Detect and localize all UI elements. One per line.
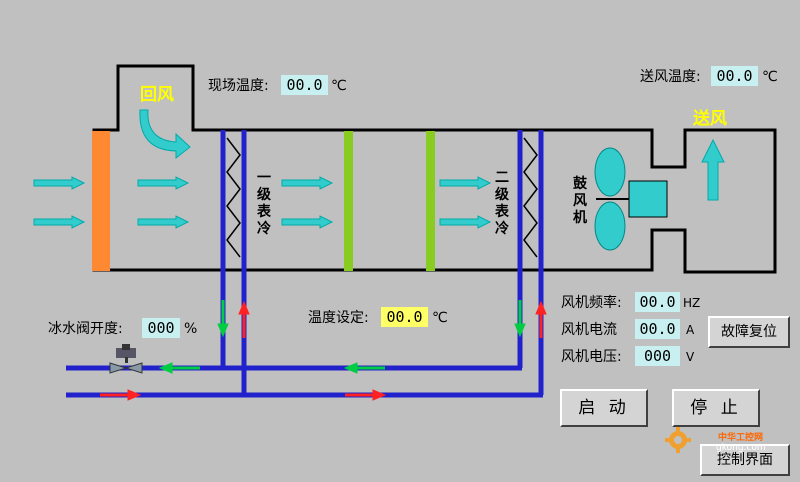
coil1-zigzag (226, 137, 241, 258)
watermark-url: gkong.com (716, 443, 766, 453)
fan-freq-unit: HZ (683, 296, 701, 310)
valve-open-unit: % (184, 321, 198, 337)
temp-setpoint-unit: ℃ (432, 310, 448, 326)
return-air-arrow (139, 109, 191, 160)
fan-freq-label: 风机频率: (561, 295, 622, 311)
temp-setpoint-input[interactable]: 00.0 (381, 307, 428, 327)
fan-current-value: 00.0 (635, 319, 680, 339)
site-temp-value: 00.0 (281, 75, 328, 95)
watermark-title: 中华工控网 (718, 433, 764, 443)
mid-filter-2 (426, 131, 435, 271)
temp-setpoint-label: 温度设定: (308, 310, 369, 326)
site-temp-label: 现场温度: (208, 78, 269, 94)
valve-open-label: 冰水阀开度: (48, 321, 123, 337)
fan-current-unit: A (686, 323, 695, 337)
supply-temp-value: 00.0 (711, 66, 758, 86)
stage2-coil-label: 二级表冷 (495, 170, 509, 237)
return-flow-arrows (158, 300, 526, 374)
primary-filter (92, 131, 110, 271)
valve-open-value: 000 (142, 318, 180, 338)
fan-voltage-unit: V (686, 350, 695, 364)
return-air-label: 回风 (140, 85, 174, 105)
fan-freq-value: 00.0 (635, 292, 680, 312)
coil2-zigzag (523, 137, 538, 258)
supply-air-label: 送风 (693, 109, 727, 129)
fan-voltage-value: 000 (635, 346, 680, 366)
chilled-water-valve (109, 344, 143, 374)
mid-filter-1 (344, 131, 353, 271)
stop-button[interactable]: 停 止 (672, 389, 760, 427)
fan-current-label: 风机电流 (561, 322, 617, 338)
fault-reset-button[interactable]: 故障复位 (708, 316, 790, 348)
blower-label: 鼓风机 (573, 176, 587, 226)
duct-outline (92, 64, 777, 274)
gear-icon (665, 427, 691, 453)
supply-air-arrow (701, 138, 725, 201)
blower-fan (594, 147, 668, 251)
start-button[interactable]: 启 动 (560, 389, 648, 427)
air-arrows (33, 176, 492, 229)
supply-temp-label: 送风温度: (640, 69, 701, 85)
stage1-coil-label: 一级表冷 (257, 170, 271, 237)
fan-voltage-label: 风机电压: (561, 349, 622, 365)
control-screen-button[interactable]: 控制界面 (700, 444, 790, 476)
site-temp-unit: ℃ (331, 78, 347, 94)
supply-temp-unit: ℃ (762, 69, 778, 85)
supply-flow-arrows (100, 300, 547, 401)
